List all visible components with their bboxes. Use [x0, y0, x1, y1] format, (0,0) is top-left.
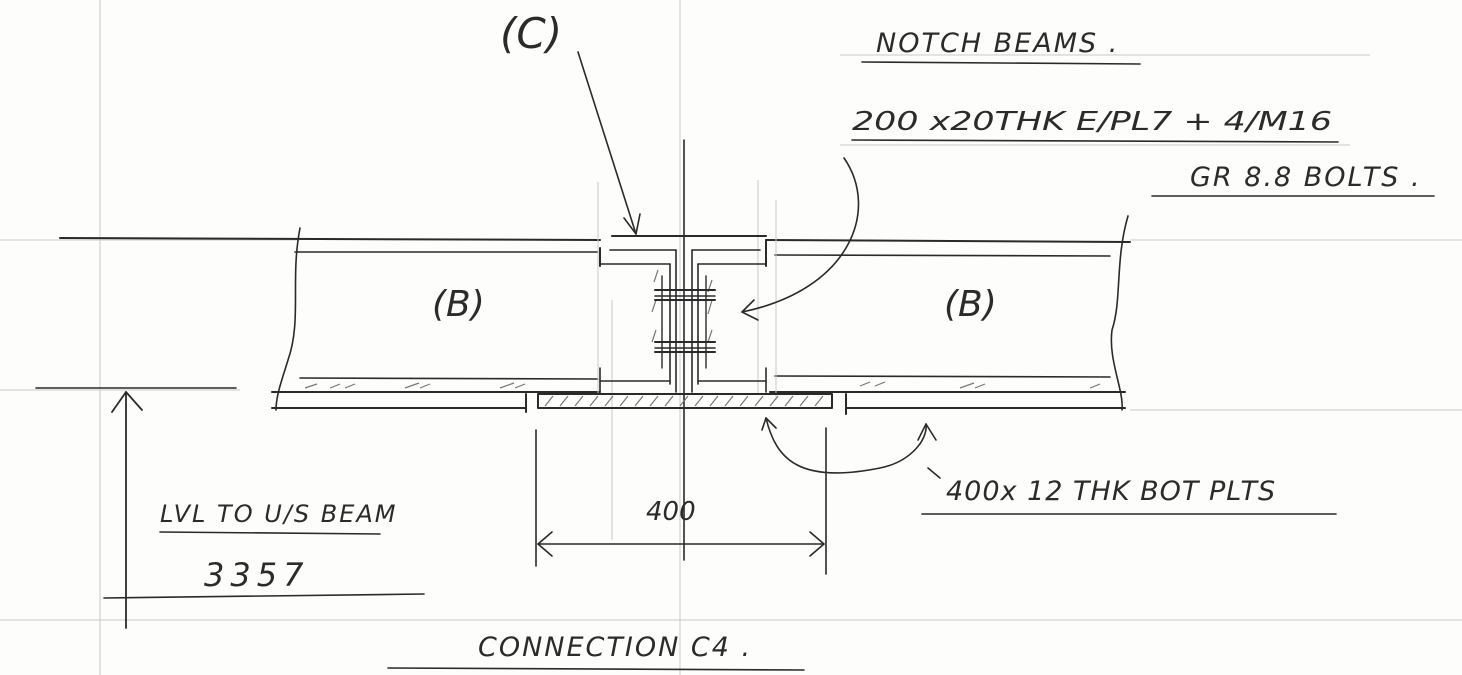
label-member-b-right: (B): [944, 284, 997, 325]
column-c: [597, 139, 777, 561]
note-bottom-plate: 400x 12 THK BOT PLTS: [946, 476, 1276, 507]
leader-lines: [577, 51, 941, 479]
dimension-label: 400: [646, 497, 696, 527]
end-plate-bolts: [654, 275, 716, 369]
note-end-plate: 200 x20THK E/PL7 + 4/M16: [852, 107, 1332, 137]
note-underlines: [387, 61, 1435, 671]
drawing-title: CONNECTION C4 .: [478, 632, 752, 663]
level-label: LVL TO U/S BEAM: [160, 500, 398, 528]
beam-left: [59, 227, 601, 411]
level-dimension: [35, 387, 425, 629]
note-bolt-grade: GR 8.8 BOLTS .: [1190, 162, 1422, 193]
flange-hatching: [304, 381, 1101, 389]
bottom-plate: [525, 393, 847, 415]
beam-right: [765, 215, 1131, 411]
label-member-c: (C): [500, 9, 562, 58]
label-member-b-left: (B): [432, 284, 485, 325]
level-value: 3357: [204, 556, 309, 594]
dimension-400: [535, 427, 827, 575]
note-notch-beams: NOTCH BEAMS .: [876, 28, 1119, 59]
